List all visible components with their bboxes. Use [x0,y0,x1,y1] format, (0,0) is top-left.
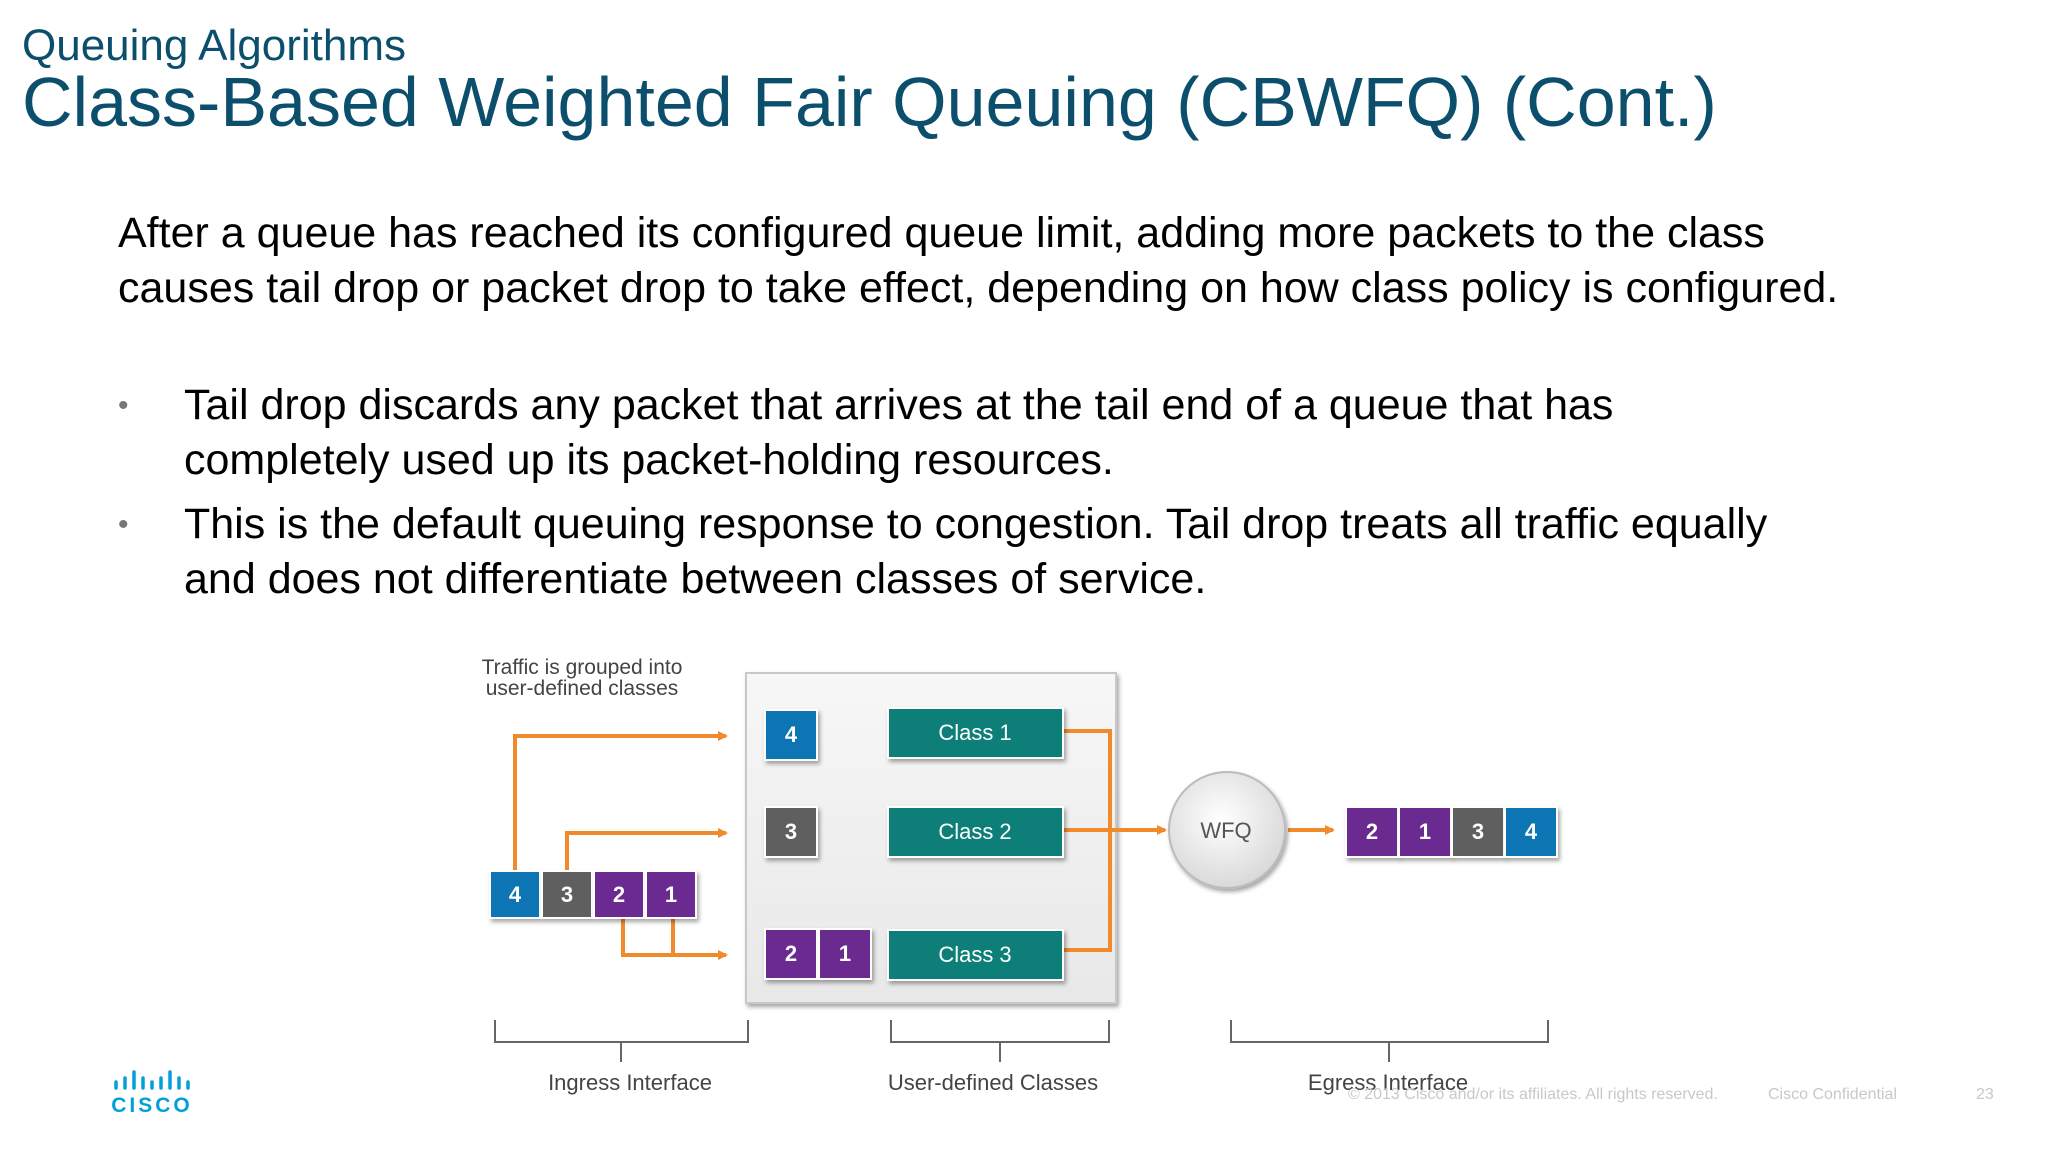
class-label: Class 2 [938,819,1011,844]
cbwfq-diagram: Traffic is grouped into user-defined cla… [482,656,1558,1095]
queue-packet-label: 4 [785,722,798,747]
class-queues: 4 3 2 1 [764,709,872,980]
ingress-packet-label: 2 [613,882,625,907]
footer-copyright: © 2013 Cisco and/or its affiliates. All … [1348,1086,1718,1103]
footer-confidential: Cisco Confidential [1768,1086,1897,1103]
diagram-note-line2: user-defined classes [486,677,679,700]
bullet-text: Tail drop discards any packet that arriv… [184,381,1614,484]
bracket-label-classes: User-defined Classes [888,1070,1098,1095]
wfq-label: WFQ [1200,818,1251,843]
queue-packet-label: 3 [785,819,797,844]
bullet-list: • Tail drop discards any packet that arr… [118,378,1818,616]
queue-packet-label: 2 [785,941,797,966]
ingress-packet-label: 1 [665,882,677,907]
cisco-logo: CISCO [111,1066,198,1121]
egress-packets: 2 1 3 4 [1345,806,1558,858]
slide-title: Class-Based Weighted Fair Queuing (CBWFQ… [22,63,1717,141]
bullet-text: This is the default queuing response to … [184,500,1768,603]
egress-packet-label: 1 [1419,819,1431,844]
class-label: Class 3 [938,942,1011,967]
wfq-scheduler-node [1168,771,1286,889]
body-paragraph: After a queue has reached its configured… [118,209,1839,312]
egress-packet-label: 2 [1366,819,1378,844]
ingress-packets: 4 3 2 1 [489,870,697,919]
cisco-wordmark: CISCO [112,1094,193,1116]
class-boxes: Class 1 Class 2 Class 3 [887,707,1064,981]
bullet-dot-icon: • [118,389,129,422]
cisco-bars-icon: CISCO [111,1070,193,1117]
traffic-arrows [513,729,1335,960]
bullet-item: • This is the default queuing response t… [118,497,1818,607]
queue-packet-label: 1 [839,941,851,966]
bracket-label-ingress: Ingress Interface [548,1070,712,1095]
diagram-note-line1: Traffic is grouped into [482,656,683,679]
bullet-item: • Tail drop discards any packet that arr… [118,378,1818,488]
egress-packet-label: 3 [1472,819,1484,844]
ingress-packet-label: 4 [509,882,522,907]
footer-page-number: 23 [1976,1086,1994,1103]
interface-brackets [494,1020,1549,1062]
egress-packet-label: 4 [1525,819,1538,844]
bracket-label-egress: Egress Interface [1308,1070,1468,1095]
class-label: Class 1 [938,720,1011,745]
ingress-packet-label: 3 [561,882,573,907]
bullet-dot-icon: • [118,508,129,541]
section-title: Queuing Algorithms [22,21,406,70]
